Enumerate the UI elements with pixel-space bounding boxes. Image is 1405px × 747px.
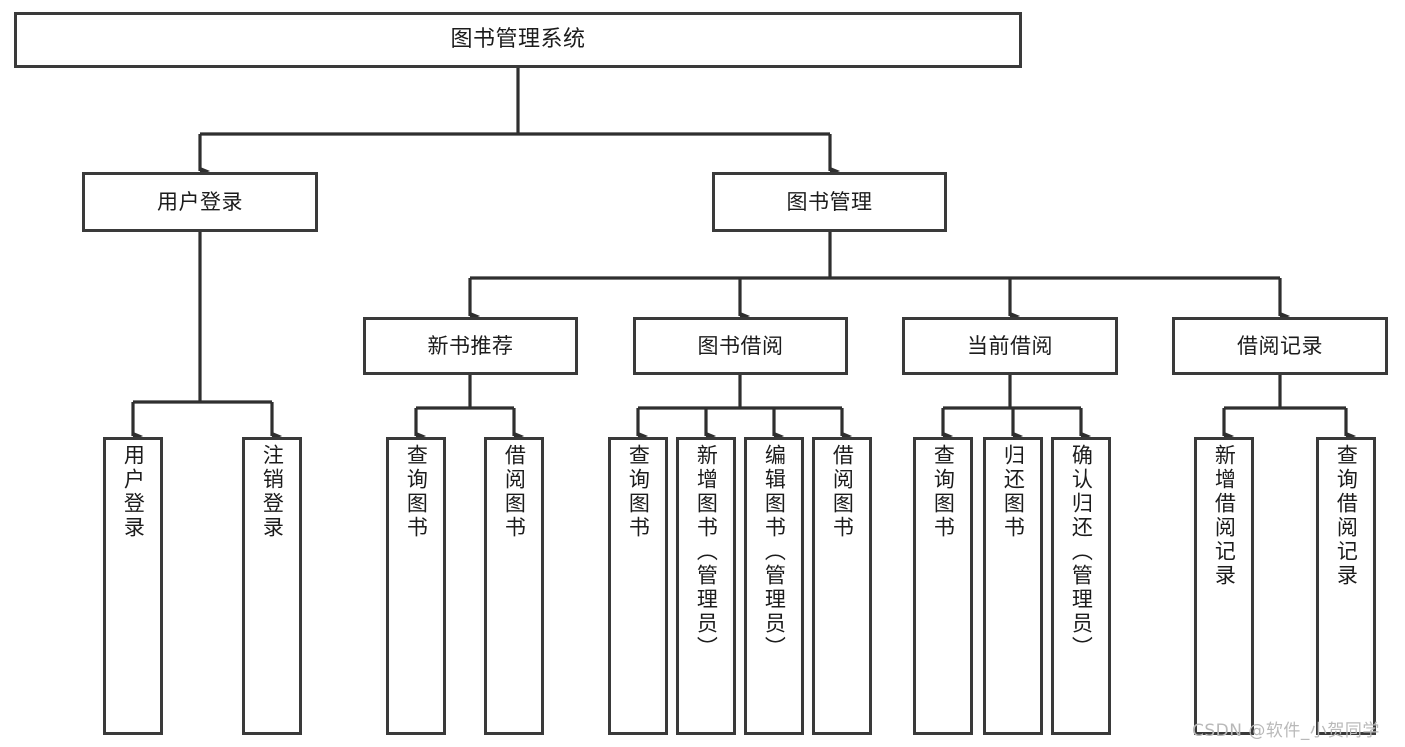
node-label-leaf-user-login: 用户登录 xyxy=(121,444,146,540)
node-leaf-query-record[interactable]: 查询借阅记录 xyxy=(1316,437,1376,735)
node-label-leaf-query-book-3: 查询图书 xyxy=(931,444,956,540)
node-leaf-query-book-1[interactable]: 查询图书 xyxy=(386,437,446,735)
node-new-book-rec[interactable]: 新书推荐 xyxy=(363,317,578,375)
node-label-leaf-return-book: 归还图书 xyxy=(1001,444,1026,540)
node-leaf-query-book-3[interactable]: 查询图书 xyxy=(913,437,973,735)
node-current-borrow[interactable]: 当前借阅 xyxy=(902,317,1118,375)
node-label-leaf-edit-book: 编辑图书（管理员） xyxy=(762,444,787,660)
node-book-borrow[interactable]: 图书借阅 xyxy=(633,317,848,375)
node-label-current-borrow: 当前借阅 xyxy=(967,333,1053,358)
node-label-leaf-query-book-1: 查询图书 xyxy=(404,444,429,540)
node-label-leaf-query-book-2: 查询图书 xyxy=(626,444,651,540)
node-label-leaf-borrow-book-2: 借阅图书 xyxy=(830,444,855,540)
node-leaf-edit-book[interactable]: 编辑图书（管理员） xyxy=(744,437,804,735)
node-root[interactable]: 图书管理系统 xyxy=(14,12,1022,68)
connector-group xyxy=(131,68,1357,441)
node-label-borrow-record: 借阅记录 xyxy=(1237,333,1323,358)
node-leaf-user-login[interactable]: 用户登录 xyxy=(103,437,163,735)
node-label-book-borrow: 图书借阅 xyxy=(697,333,784,358)
node-leaf-add-book[interactable]: 新增图书（管理员） xyxy=(676,437,736,735)
node-label-leaf-user-logout: 注销登录 xyxy=(260,444,285,540)
node-label-root: 图书管理系统 xyxy=(450,27,586,53)
node-label-new-book-rec: 新书推荐 xyxy=(427,333,514,358)
node-leaf-add-record[interactable]: 新增借阅记录 xyxy=(1194,437,1254,735)
node-leaf-borrow-book-2[interactable]: 借阅图书 xyxy=(812,437,872,735)
node-book-manage[interactable]: 图书管理 xyxy=(712,172,947,232)
node-leaf-query-book-2[interactable]: 查询图书 xyxy=(608,437,668,735)
node-label-leaf-query-record: 查询借阅记录 xyxy=(1334,444,1359,588)
node-label-leaf-confirm-return: 确认归还（管理员） xyxy=(1069,444,1094,660)
node-label-user-login: 用户登录 xyxy=(157,189,243,214)
node-user-login[interactable]: 用户登录 xyxy=(82,172,318,232)
node-leaf-user-logout[interactable]: 注销登录 xyxy=(242,437,302,735)
node-leaf-return-book[interactable]: 归还图书 xyxy=(983,437,1043,735)
node-label-leaf-borrow-book-1: 借阅图书 xyxy=(502,444,527,540)
node-borrow-record[interactable]: 借阅记录 xyxy=(1172,317,1388,375)
node-label-leaf-add-book: 新增图书（管理员） xyxy=(694,444,719,660)
node-label-book-manage: 图书管理 xyxy=(786,189,873,214)
node-leaf-borrow-book-1[interactable]: 借阅图书 xyxy=(484,437,544,735)
node-label-leaf-add-record: 新增借阅记录 xyxy=(1212,444,1237,588)
node-leaf-confirm-return[interactable]: 确认归还（管理员） xyxy=(1051,437,1111,735)
